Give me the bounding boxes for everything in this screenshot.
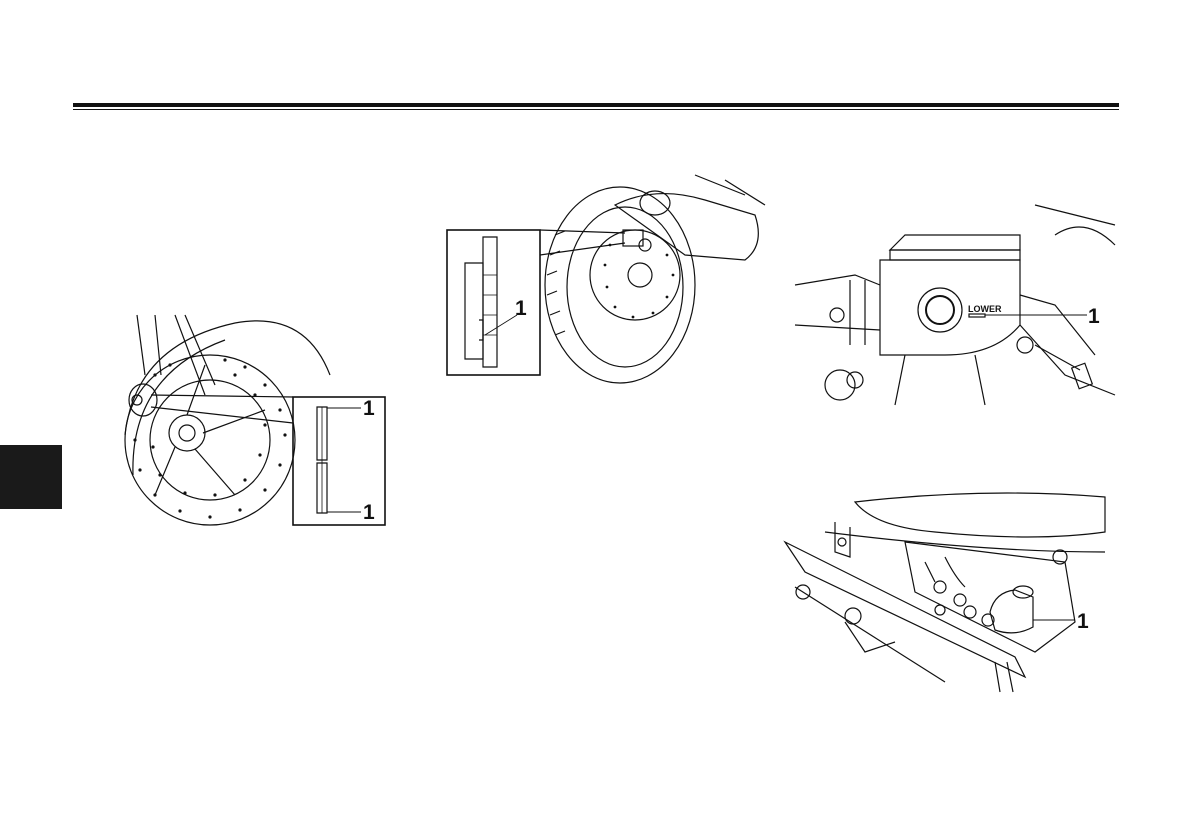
front-reservoir-figure: LOWER 1 — [795, 205, 1120, 410]
rear-brake-pad-figure: 1 — [445, 175, 775, 385]
callout-1: 1 — [1088, 305, 1100, 328]
rear-reservoir-figure: 1 — [785, 492, 1120, 702]
front-brake-pads-figure: 1 1 — [115, 315, 395, 530]
callout-1: 1 — [515, 297, 527, 320]
lower-level-mark-label: LOWER — [968, 304, 1002, 314]
chapter-tab — [0, 445, 62, 509]
callout-1-bottom: 1 — [363, 501, 375, 524]
callout-1-top: 1 — [363, 397, 375, 420]
callout-1: 1 — [1077, 610, 1089, 633]
header-rule-thick — [73, 103, 1119, 107]
header-rule-thin — [73, 109, 1119, 110]
